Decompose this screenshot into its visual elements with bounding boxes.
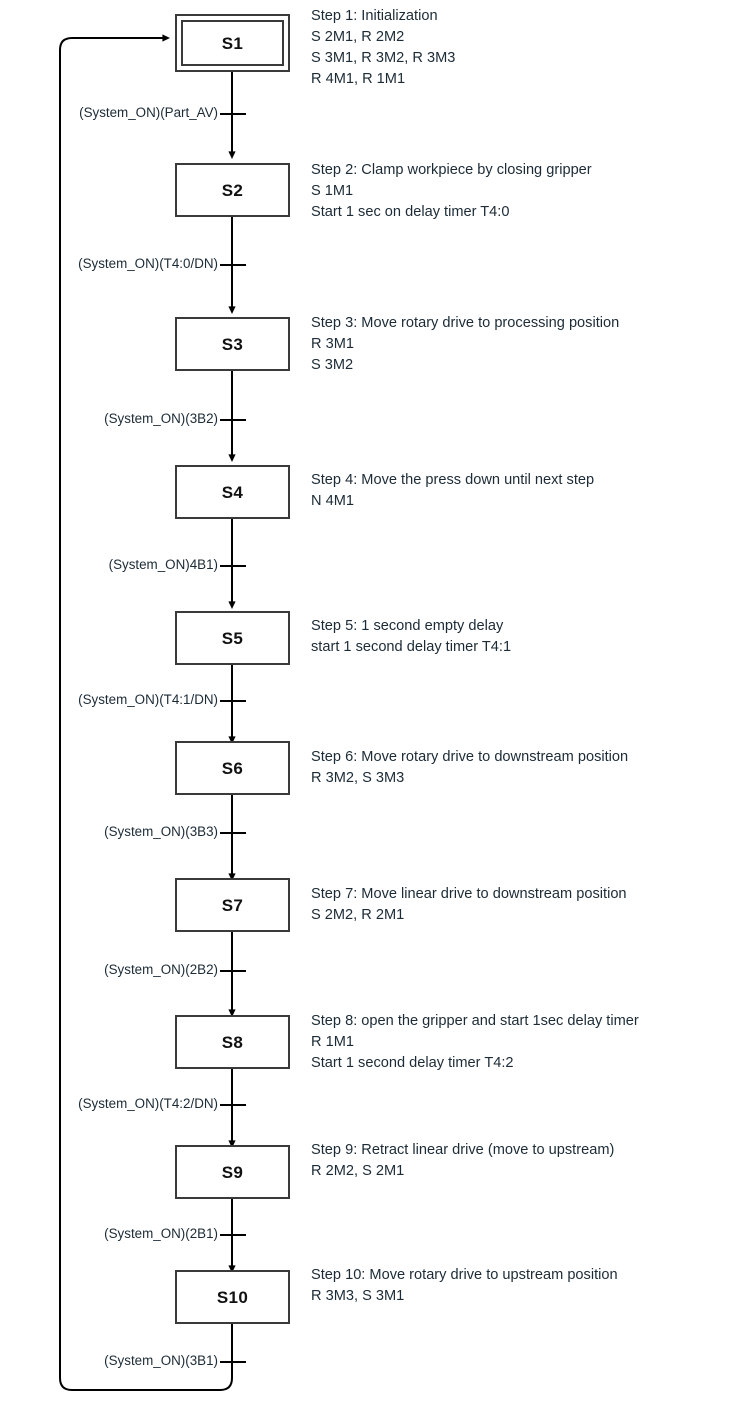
transition-label-s8-to-s9: (System_ON)(T4:2/DN) bbox=[78, 1096, 218, 1111]
step-box-s10[interactable]: S10 bbox=[175, 1270, 290, 1324]
step-description-line: S 2M1, R 2M2 bbox=[311, 29, 405, 45]
transition-label-s5-to-s6: (System_ON)(T4:1/DN) bbox=[78, 692, 218, 707]
step-description-line: R 3M2, S 3M3 bbox=[311, 770, 405, 786]
step-label-s6: S6 bbox=[221, 758, 244, 778]
step-box-s4[interactable]: S4 bbox=[175, 465, 290, 519]
step-label-s10: S10 bbox=[216, 1287, 249, 1307]
step-label-s1: S1 bbox=[221, 33, 244, 53]
step-description-s4: Step 4: Move the press down until next s… bbox=[311, 470, 594, 512]
step-description-line: S 2M2, R 2M1 bbox=[311, 907, 405, 923]
step-box-s1[interactable]: S1 bbox=[175, 14, 290, 72]
step-label-s8: S8 bbox=[221, 1032, 244, 1052]
step-description-line: Start 1 second delay timer T4:2 bbox=[311, 1055, 514, 1071]
step-description-line: R 3M3, S 3M1 bbox=[311, 1288, 405, 1304]
transition-label-s2-to-s3: (System_ON)(T4:0/DN) bbox=[78, 256, 218, 271]
step-box-s8[interactable]: S8 bbox=[175, 1015, 290, 1069]
step-description-s10: Step 10: Move rotary drive to upstream p… bbox=[311, 1265, 618, 1307]
step-description-line: N 4M1 bbox=[311, 493, 354, 509]
step-description-line: S 1M1 bbox=[311, 183, 354, 199]
step-description-line: R 4M1, R 1M1 bbox=[311, 71, 406, 87]
step-label-s2: S2 bbox=[221, 180, 244, 200]
step-label-s3: S3 bbox=[221, 334, 244, 354]
step-box-s7[interactable]: S7 bbox=[175, 878, 290, 932]
step-description-line: S 3M2 bbox=[311, 357, 354, 373]
step-description-s7: Step 7: Move linear drive to downstream … bbox=[311, 884, 627, 926]
transition-label-s7-to-s8: (System_ON)(2B2) bbox=[104, 962, 218, 977]
step-description-line: Start 1 sec on delay timer T4:0 bbox=[311, 204, 510, 220]
step-description-s5: Step 5: 1 second empty delay start 1 sec… bbox=[311, 616, 511, 658]
step-description-s9: Step 9: Retract linear drive (move to up… bbox=[311, 1140, 614, 1182]
step-description-line: start 1 second delay timer T4:1 bbox=[311, 639, 512, 655]
step-description-s6: Step 6: Move rotary drive to downstream … bbox=[311, 747, 628, 789]
transition-label-s1-to-s2: (System_ON)(Part_AV) bbox=[79, 105, 218, 120]
step-description-s2: Step 2: Clamp workpiece by closing gripp… bbox=[311, 160, 592, 223]
step-label-s9: S9 bbox=[221, 1162, 244, 1182]
transition-label-s4-to-s5: (System_ON)4B1) bbox=[108, 557, 218, 572]
step-description-s1: Step 1: Initialization S 2M1, R 2M2 S 3M… bbox=[311, 6, 455, 90]
step-description-line: Step 5: 1 second empty delay bbox=[311, 618, 504, 634]
step-box-s9[interactable]: S9 bbox=[175, 1145, 290, 1199]
step-description-line: Step 4: Move the press down until next s… bbox=[311, 472, 595, 488]
step-box-s1-inner-frame: S1 bbox=[181, 20, 284, 66]
transition-label-s9-to-s10: (System_ON)(2B1) bbox=[104, 1226, 218, 1241]
step-label-s5: S5 bbox=[221, 628, 244, 648]
step-description-line: Step 2: Clamp workpiece by closing gripp… bbox=[311, 162, 592, 178]
step-description-line: R 3M1 bbox=[311, 336, 354, 352]
step-description-line: Step 10: Move rotary drive to upstream p… bbox=[311, 1267, 618, 1283]
step-box-s5[interactable]: S5 bbox=[175, 611, 290, 665]
step-description-line: Step 8: open the gripper and start 1sec … bbox=[311, 1013, 639, 1029]
transition-label-s3-to-s4: (System_ON)(3B2) bbox=[104, 411, 218, 426]
step-description-line: R 2M2, S 2M1 bbox=[311, 1163, 405, 1179]
step-box-s6[interactable]: S6 bbox=[175, 741, 290, 795]
step-description-s3: Step 3: Move rotary drive to processing … bbox=[311, 313, 619, 376]
loop-back-path bbox=[59, 34, 233, 1391]
step-description-line: R 1M1 bbox=[311, 1034, 354, 1050]
step-description-line: S 3M1, R 3M2, R 3M3 bbox=[311, 50, 456, 66]
step-box-s3[interactable]: S3 bbox=[175, 317, 290, 371]
step-description-s8: Step 8: open the gripper and start 1sec … bbox=[311, 1011, 639, 1074]
step-description-line: Step 1: Initialization bbox=[311, 8, 438, 24]
step-description-line: Step 9: Retract linear drive (move to up… bbox=[311, 1142, 615, 1158]
step-description-line: Step 6: Move rotary drive to downstream … bbox=[311, 749, 629, 765]
step-label-s7: S7 bbox=[221, 895, 244, 915]
transition-label-s10-to-s1: (System_ON)(3B1) bbox=[104, 1353, 218, 1368]
step-box-s2[interactable]: S2 bbox=[175, 163, 290, 217]
step-description-line: Step 3: Move rotary drive to processing … bbox=[311, 315, 620, 331]
step-label-s4: S4 bbox=[221, 482, 244, 502]
step-description-line: Step 7: Move linear drive to downstream … bbox=[311, 886, 627, 902]
transition-label-s6-to-s7: (System_ON)(3B3) bbox=[104, 824, 218, 839]
